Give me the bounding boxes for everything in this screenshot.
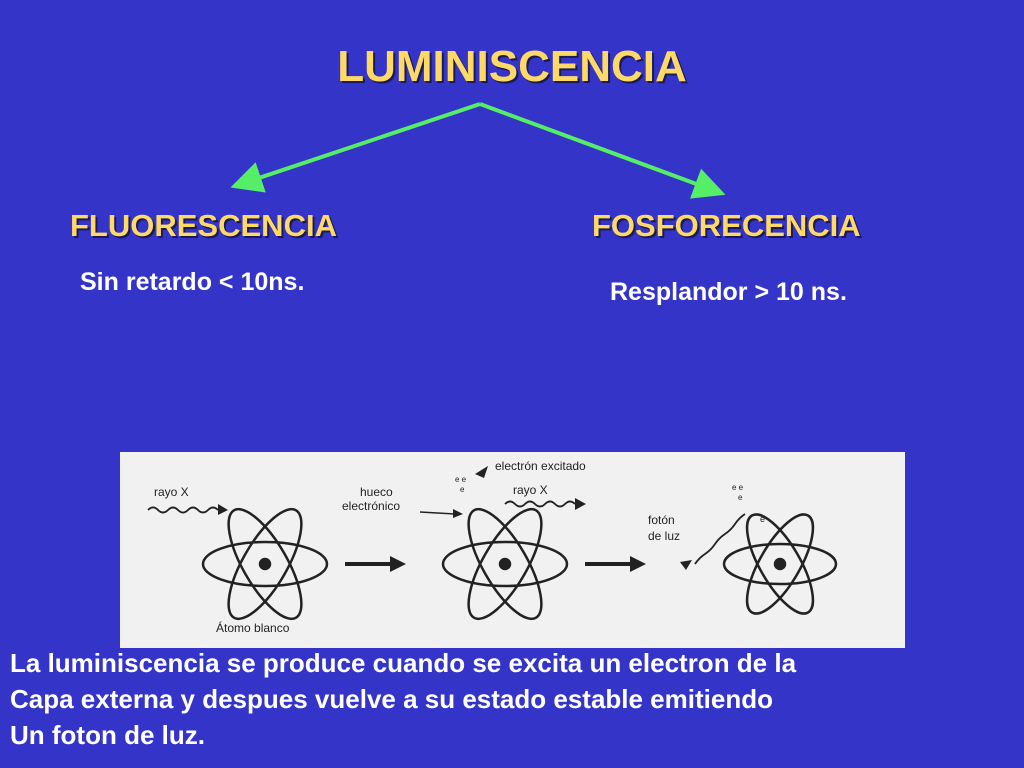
fosforecencia-heading: FOSFORECENCIA bbox=[592, 208, 861, 243]
emitting-electron-icon: e e e e bbox=[732, 483, 765, 524]
caption-line-3: Un foton de luz. bbox=[10, 720, 205, 750]
atom-icon bbox=[722, 513, 838, 615]
fluorescencia-heading: FLUORESCENCIA bbox=[70, 208, 337, 243]
svg-text:e: e bbox=[460, 485, 465, 494]
label-foton: fotón bbox=[648, 513, 675, 527]
fluorescencia-detail: Sin retardo < 10ns. bbox=[80, 268, 305, 296]
label-rayo-x-2: rayo X bbox=[513, 483, 548, 497]
page-title: LUMINISCENCIA bbox=[337, 42, 687, 91]
caption-line-1: La luminiscencia se produce cuando se ex… bbox=[10, 648, 797, 678]
excited-electron-icon: e e e bbox=[455, 466, 488, 494]
caption-line-2: Capa externa y despues vuelve a su estad… bbox=[10, 684, 773, 714]
label-de-luz: de luz bbox=[648, 529, 680, 543]
label-electronico: electrónico bbox=[342, 499, 400, 513]
photon-wave-icon bbox=[680, 513, 746, 570]
arrow-to-fosforecencia bbox=[479, 102, 726, 199]
label-electron-excitado: electrón excitado bbox=[495, 459, 586, 473]
svg-text:e: e bbox=[738, 493, 743, 502]
svg-text:e e: e e bbox=[732, 483, 744, 492]
x-ray-wave-icon bbox=[504, 498, 586, 510]
label-atomo-blanco: Átomo blanco bbox=[216, 620, 290, 635]
label-hueco: hueco bbox=[360, 485, 393, 499]
process-arrow-icon bbox=[585, 556, 646, 572]
fosforecencia-detail: Resplandor > 10 ns. bbox=[610, 278, 847, 306]
x-ray-wave-icon bbox=[147, 504, 228, 515]
atom-excitation-figure: e e e e e e e rayo X hueco electrónico e… bbox=[120, 452, 905, 648]
svg-text:e e: e e bbox=[455, 475, 467, 484]
hole-pointer-icon bbox=[419, 509, 463, 518]
explanation-text: La luminiscencia se produce cuando se ex… bbox=[10, 645, 1020, 753]
atom-icon bbox=[441, 507, 569, 621]
svg-text:e: e bbox=[760, 514, 765, 524]
label-rayo-x-1: rayo X bbox=[154, 485, 189, 499]
arrow-to-fluorescencia bbox=[230, 102, 481, 193]
process-arrow-icon bbox=[345, 556, 406, 572]
atom-icon bbox=[201, 507, 329, 621]
